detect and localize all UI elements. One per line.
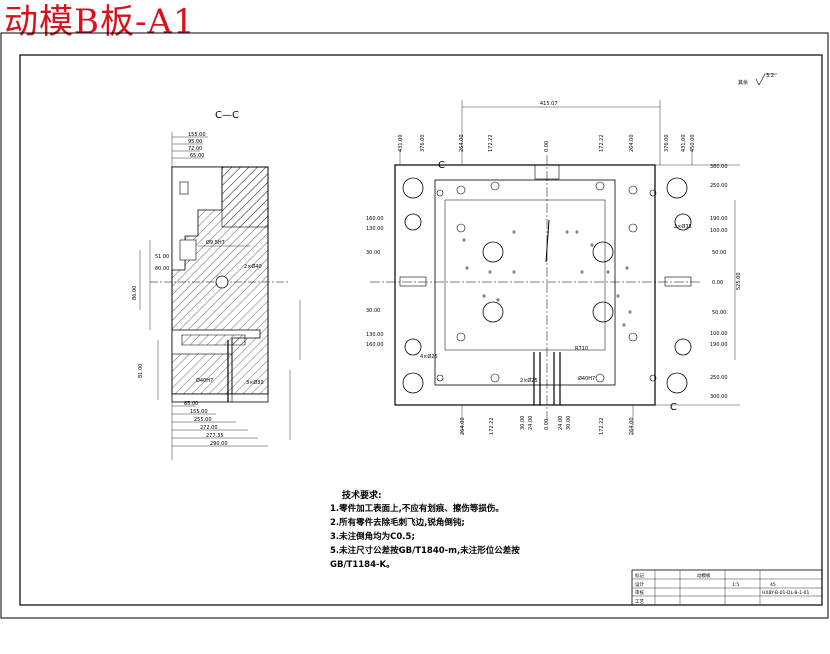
plan-bottom-dims [461,405,634,435]
drawing-title: 动模B板-A1 [4,2,196,42]
plan-top-dim-2: 264.00 [459,135,465,153]
tech-req-item: 3.未注倒角均为C0.5; [330,532,415,542]
plan-left-dim-4: 130.00 [366,332,384,338]
plan-top-dim-7: 376.00 [664,135,670,153]
plan-right-dim-7: 100.00 [710,331,728,337]
sec-top-dim-3: 65.00 [190,153,204,159]
plan-overall-height: 525.00 [736,273,742,291]
plan-bot-dim-3: 24.00 [528,416,534,430]
tech-req-item: 1.零件加工表面上,不应有划痕、擦伤等损伤。 [330,504,504,514]
plan-top-dim-5: 172.22 [599,135,605,153]
section-mark-top: C [438,160,445,171]
plan-top-dim-1: 376.00 [420,135,426,153]
plan-top-dim-4: 0.00 [544,141,550,152]
roughness-symbol [755,73,777,86]
plan-bot-dim-0: 264.00 [460,418,466,436]
plan-bot-dim-2: 30.00 [520,416,526,430]
outer-border [0,32,829,619]
tech-requirements-heading: 技术要求: [342,491,382,501]
plan-callout-3: R710 [575,346,588,352]
tb-row-0: 标记 [635,572,644,579]
plan-bot-dim-1: 172.22 [489,418,495,436]
tech-req-item: GB/T1184-K。 [330,560,395,570]
sec-bot-dim-5: 290.00 [210,441,228,447]
tb-row-1: 设计 [635,581,644,588]
sec-callout-1: 2×Ø40 [244,263,262,270]
plan-bot-dim-5: 24.00 [558,416,564,430]
plan-right-dims [655,164,740,406]
plan-right-dim-4: 50.00 [712,250,726,256]
section-view [150,166,290,403]
plan-markers [462,230,632,327]
sec-callout-2: 3×Ø30 [246,379,264,386]
plan-left-dim-0: 160.00 [366,216,384,222]
plan-left-dim-1: 130.00 [366,226,384,232]
sec-left-dim-0: 80.00 [155,266,169,272]
tech-req-item: 5.未注尺寸公差按GB/T1840-m,未注形位公差按 [330,546,520,556]
plan-right-dim-5: 0.00 [712,280,723,286]
tb-material: 45 [770,582,776,588]
title-block [631,569,823,606]
plan-bot-dim-6: 30.00 [566,416,572,430]
plan-bot-dim-8: 264.00 [629,418,635,436]
tech-requirements-list: 1.零件加工表面上,不应有划痕、擦伤等损伤。 2.所有零件去除毛刺飞边,锐角倒钝… [330,502,520,572]
sec-callout-0: Ø9.5H7 [206,239,225,246]
plan-right-dim-3: 100.00 [710,228,728,234]
sec-top-dim-2: 72.00 [188,146,202,152]
plan-top-dim-0: 431.00 [398,135,404,153]
surface-note: 其余 [738,79,748,86]
plan-callout-1: 2×Ø25 [520,377,538,384]
plan-callout-2: Ø40H7 [578,375,595,382]
plan-right-dim-10: 300.00 [710,394,728,400]
sec-left-dim-2: 81.00 [138,364,144,378]
sec-bot-dim-2: 255.00 [194,417,212,423]
plan-top-horizontal: 415.07 [540,101,558,107]
plan-top-dim-3: 172.22 [488,135,494,153]
plan-right-dim-8: 190.00 [710,342,728,348]
plan-left-dim-3: 30.00 [366,308,380,314]
tb-row-2: 审核 [635,589,644,596]
section-label: C—C [215,110,239,121]
tb-drawing-no: HXBY-B-01-DL-B-1-01 [762,590,809,596]
sec-callout-3: Ø40H7 [196,377,213,384]
section-mark-bottom: C [670,402,677,413]
plan-right-dim-0: 380.00 [710,164,728,170]
tb-row-3: 工艺 [635,599,644,605]
sec-bot-dim-4: 277.35 [206,433,224,439]
plan-callout-4: 4×Ø25 [420,353,438,360]
tb-scale: 1:5 [732,582,739,588]
plan-right-dim-2: 190.00 [710,216,728,222]
plan-right-dim-6: 50.00 [712,310,726,316]
section-dimensions [139,132,301,460]
sec-bot-dim-1: 155.00 [190,409,208,415]
plan-top-dim-6: 264.00 [629,135,635,153]
sec-bot-dim-3: 272.00 [200,425,218,431]
plan-bot-dim-7: 172.22 [599,418,605,436]
plan-view [370,155,700,420]
plan-left-dim-2: 30.00 [366,250,380,256]
sec-top-dim-1: 95.00 [188,139,202,145]
plan-left-dim-5: 160.00 [366,342,384,348]
plan-right-dim-1: 250.00 [710,183,728,189]
roughness-value: 3.2 [766,73,774,79]
plan-callout-0: 2×Ø35 [674,223,692,230]
tb-part-name: 动模板 [697,572,711,579]
plan-top-dim-9: 450.00 [690,135,696,153]
sec-left-dim-1: 51.00 [155,254,169,260]
tech-req-item: 2.所有零件去除毛刺飞边,锐角倒钝; [330,518,465,528]
plan-right-dim-9: 250.00 [710,375,728,381]
inner-border [19,54,823,606]
sec-top-dim-0: 155.00 [188,132,206,138]
plan-top-dim-8: 431.00 [681,135,687,153]
plan-top-dims [399,100,693,165]
sec-bot-dim-0: 65.00 [184,401,198,407]
plan-bot-dim-4: 0.00 [544,419,550,430]
sec-left-dim-3: 86.00 [132,286,138,300]
